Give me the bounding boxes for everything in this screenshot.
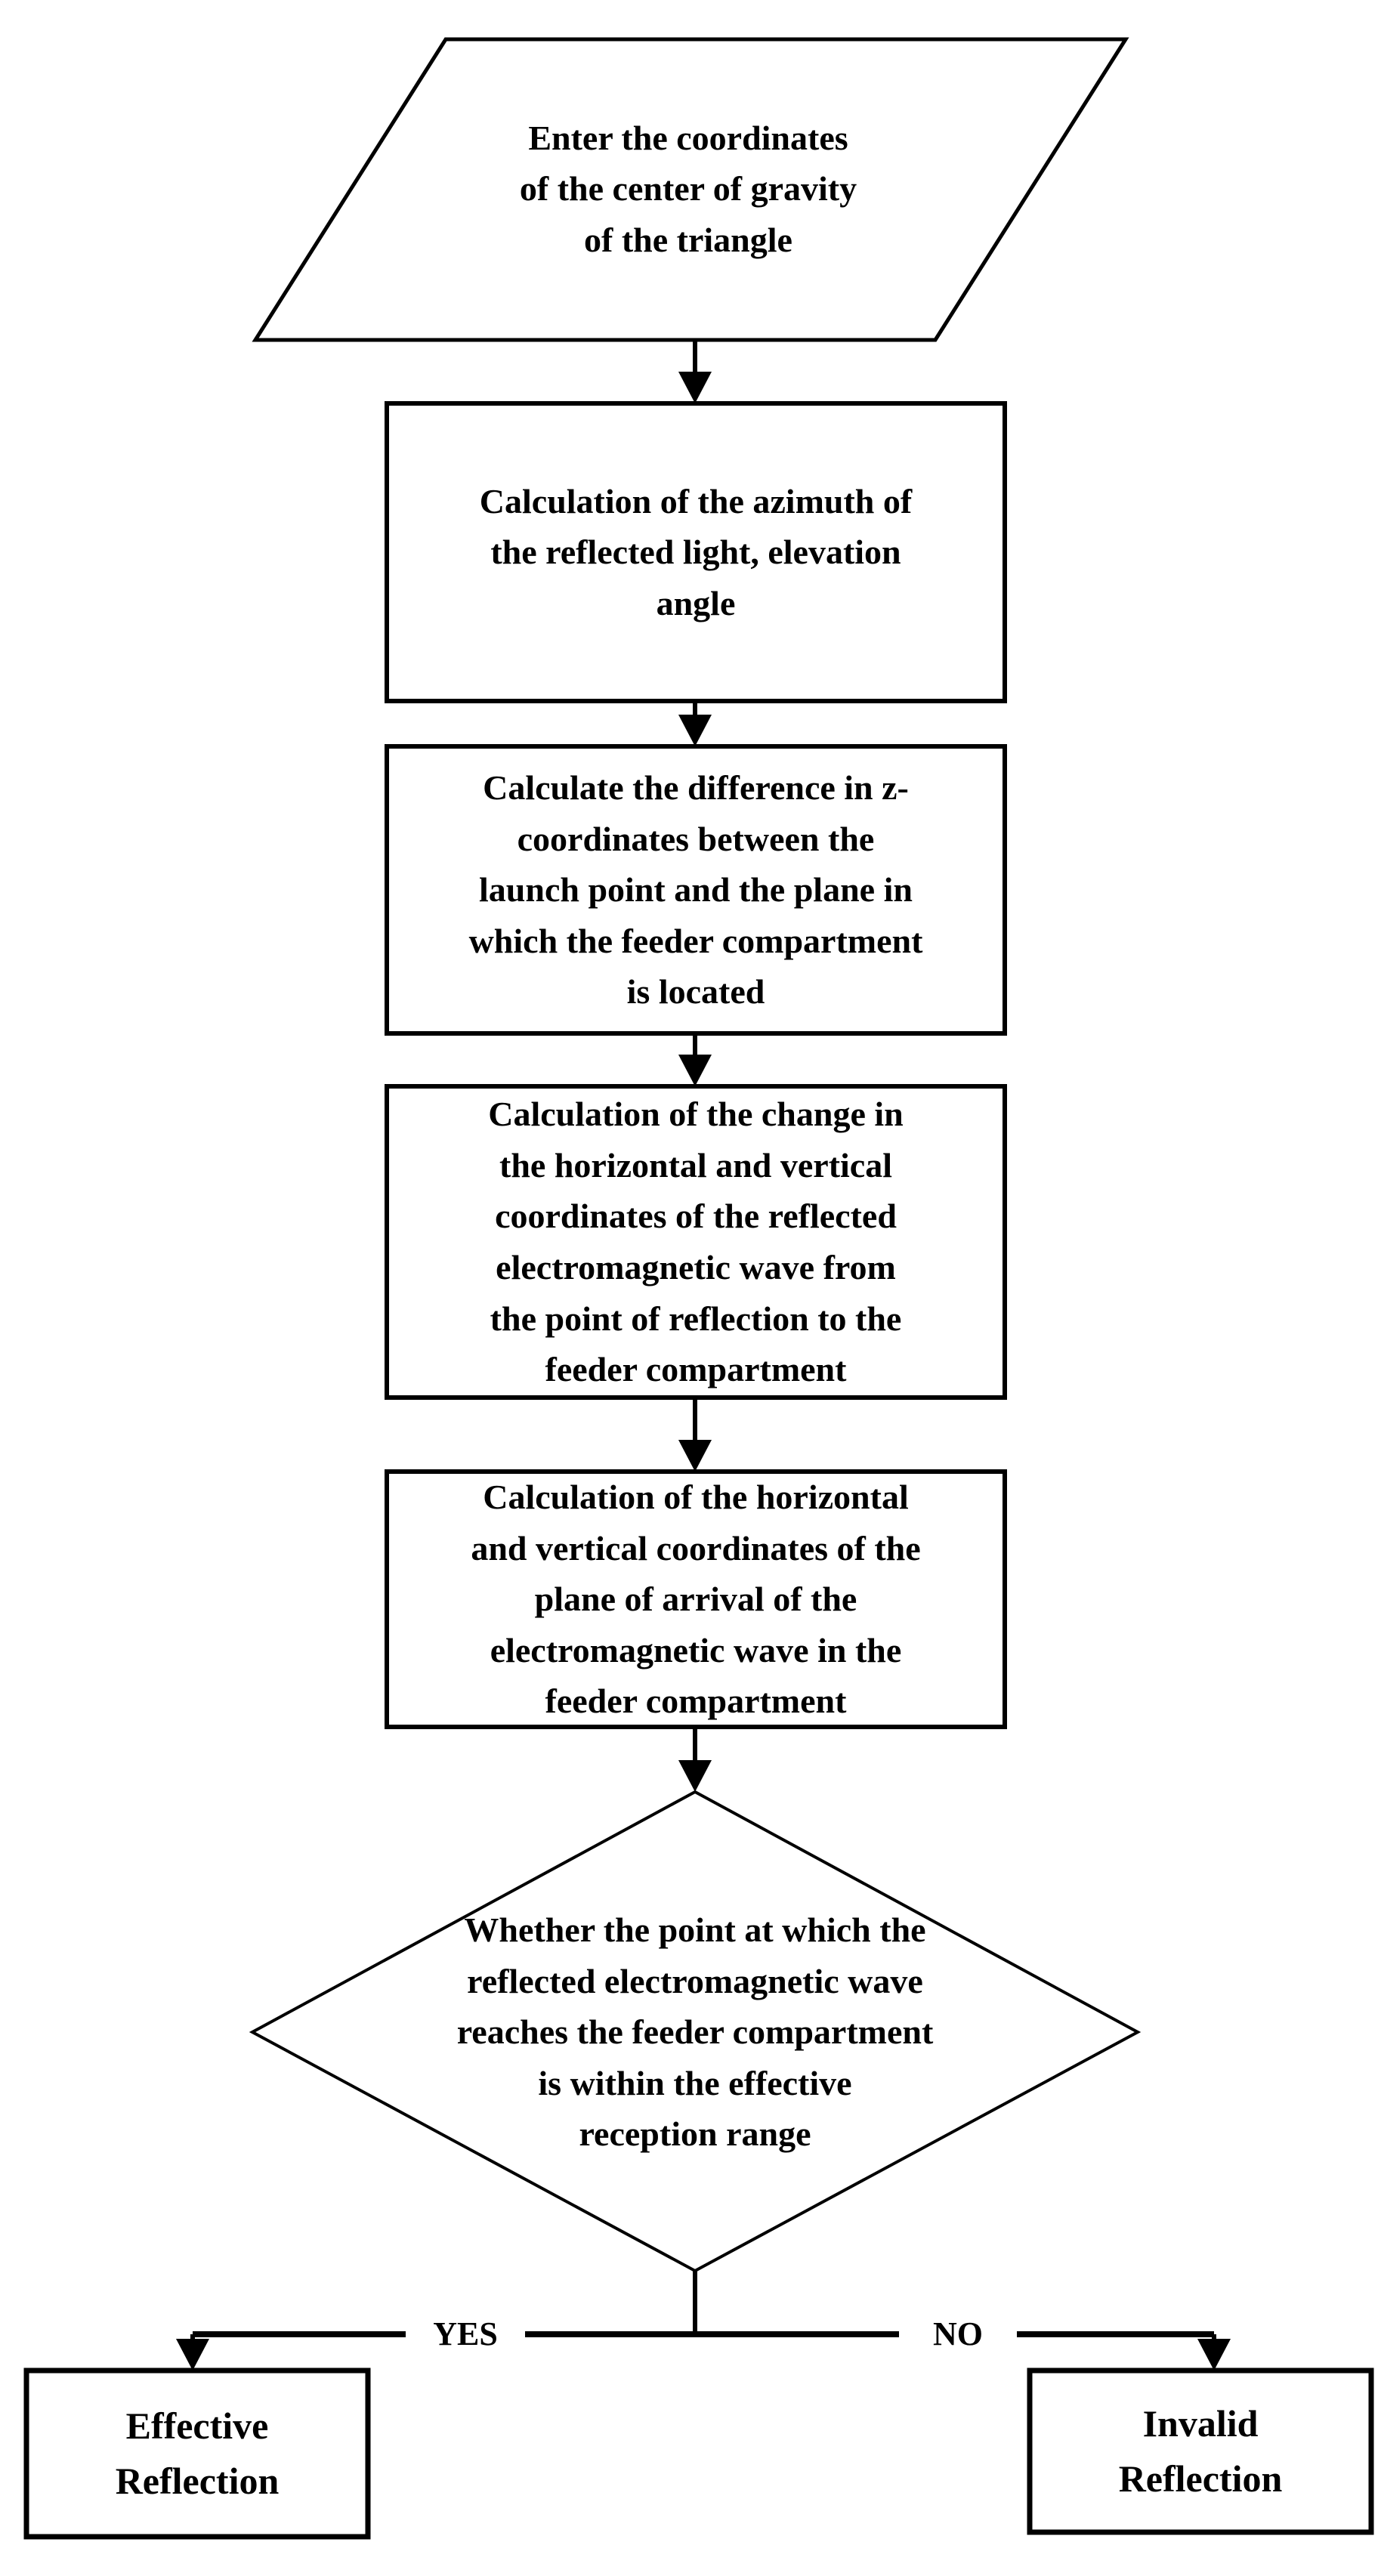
arrowhead-step4 [678, 1440, 712, 1472]
result-yes-node-text: Effective Reflection [115, 2404, 280, 2503]
arrowhead-result-yes [176, 2339, 209, 2371]
arrowhead-decision [678, 1760, 712, 1792]
yes-branch-label: YES [406, 2310, 525, 2358]
result-no-box-shape [1027, 2368, 1374, 2535]
arrowhead-step3 [678, 1055, 712, 1086]
step1-box-shape [385, 401, 1007, 703]
no-branch-label: NO [899, 2310, 1017, 2358]
step3-node-text: Calculation of the change in the horizon… [488, 1095, 904, 1389]
step4-node-text: Calculation of the horizontal and vertic… [471, 1477, 921, 1721]
arrowhead-step1 [678, 372, 712, 403]
step2-box-shape [385, 744, 1007, 1036]
step3-box-shape [385, 1084, 1007, 1400]
result-yes-box-shape [23, 2368, 371, 2540]
step2-node-text: Calculate the difference in z- coordinat… [468, 768, 923, 1012]
arrowhead-step2 [678, 715, 712, 746]
result-no-node-text: Invalid Reflection [1118, 2401, 1283, 2500]
decision-node-text: Whether the point at which the reflected… [456, 1910, 934, 2154]
start-node-text: Enter the coordinates of the center of g… [519, 118, 857, 259]
step4-box-shape [385, 1469, 1007, 1729]
arrowhead-result-no [1197, 2339, 1231, 2371]
step1-node-text: Calculation of the azimuth of the reflec… [479, 481, 913, 622]
start-parallelogram-shape [252, 37, 1129, 342]
